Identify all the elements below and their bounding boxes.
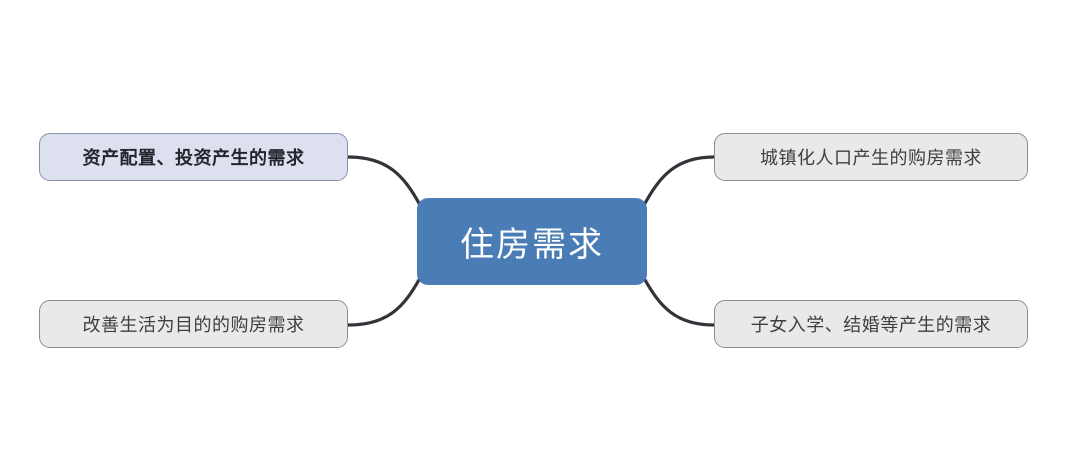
branch-node-top-right[interactable]: 城镇化人口产生的购房需求: [714, 133, 1028, 181]
branch-node-bottom-left[interactable]: 改善生活为目的的购房需求: [39, 300, 348, 348]
central-topic-label: 住房需求: [460, 226, 604, 264]
branch-label-bottom-left: 改善生活为目的的购房需求: [82, 315, 305, 335]
branch-node-bottom-right[interactable]: 子女入学、结婚等产生的需求: [714, 300, 1028, 348]
central-topic-node[interactable]: 住房需求: [417, 198, 647, 285]
branch-label-top-left: 资产配置、投资产生的需求: [82, 148, 305, 168]
branch-node-top-left[interactable]: 资产配置、投资产生的需求: [39, 133, 348, 181]
connector-top-right: [642, 155, 716, 207]
branch-label-bottom-right: 子女入学、结婚等产生的需求: [750, 315, 992, 335]
connector-top-left: [346, 155, 422, 207]
connector-bottom-left: [346, 276, 422, 327]
connector-bottom-right: [642, 276, 716, 327]
branch-label-top-right: 城镇化人口产生的购房需求: [760, 148, 982, 168]
